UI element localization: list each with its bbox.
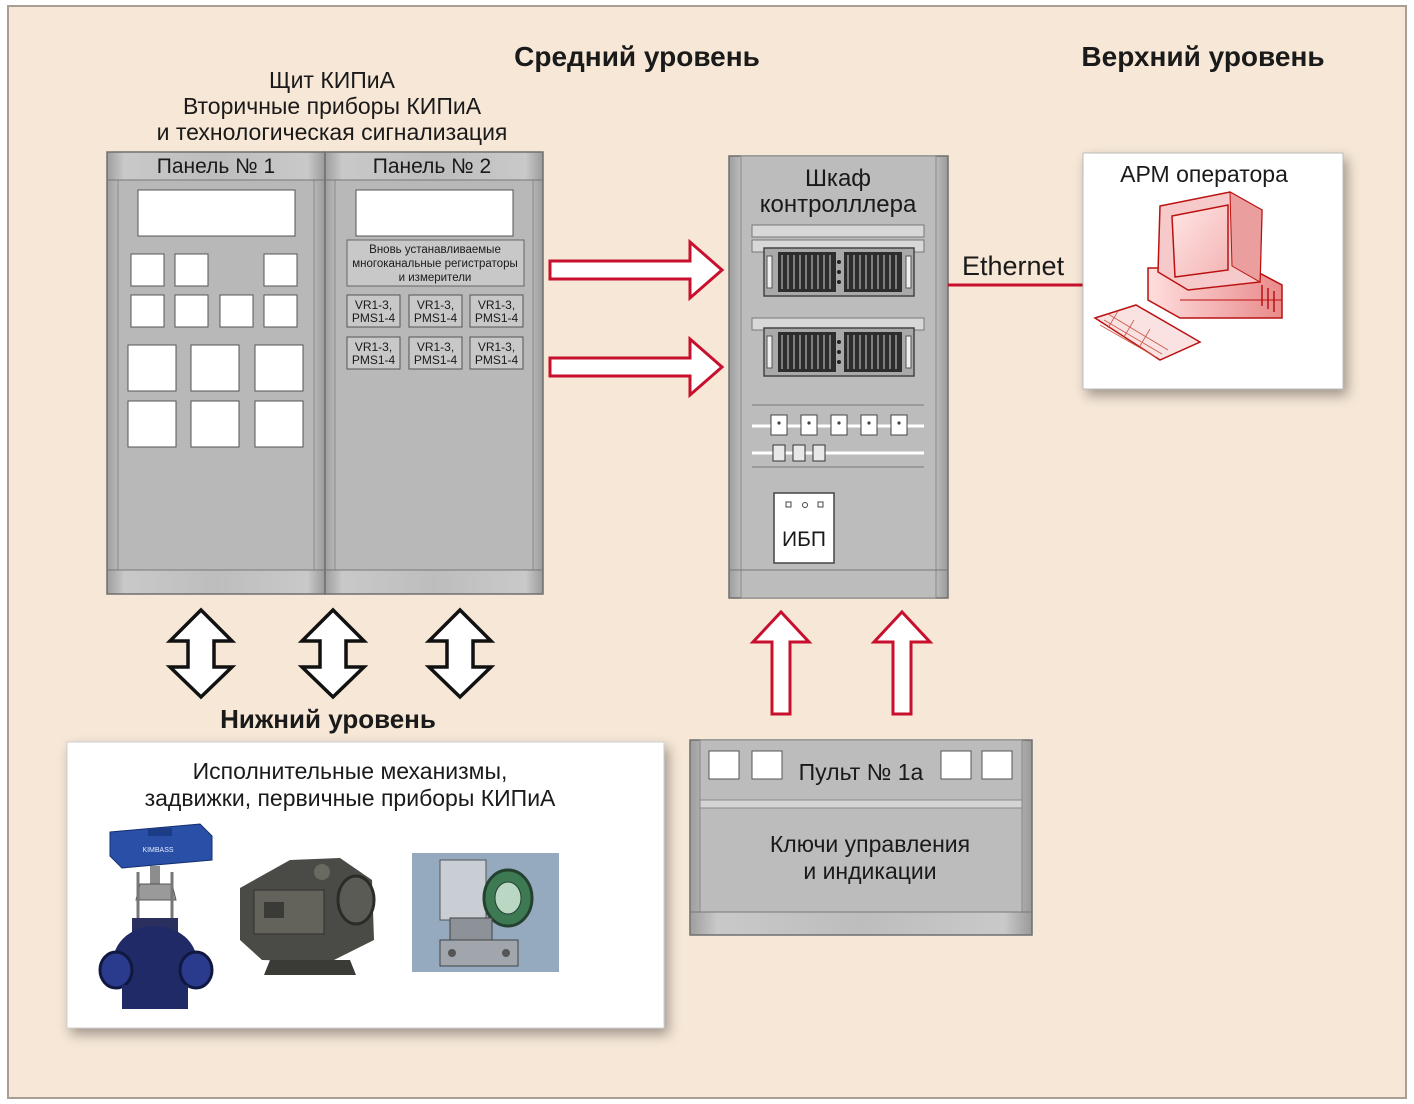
console-keys-caption: Ключи управления и индикации xyxy=(770,831,970,884)
double-arrow-2 xyxy=(297,607,369,700)
valve-actuator-image: KIMBASS xyxy=(98,823,214,1009)
recorders-note-line2: многоканальные регистраторы xyxy=(352,258,518,270)
controller-title: Шкаф контролллера xyxy=(760,165,917,218)
recorder-model-line1: VR1-3, xyxy=(355,340,392,354)
recorder-blocks: VR1-3,PMS1-4VR1-3,PMS1-4VR1-3,PMS1-4VR1-… xyxy=(346,294,524,370)
recorder-model-line1: VR1-3, xyxy=(478,340,515,354)
shield-title: Щит КИПиА Вторичные приборы КИПиА и техн… xyxy=(157,67,508,145)
middle-level-heading: Средний уровень xyxy=(514,41,760,72)
operator-station: АРМ оператора xyxy=(1082,152,1344,390)
panel-2: Панель № 2 Вновь устанавливаемые многока… xyxy=(324,151,544,595)
recorder-model-line1: VR1-3, xyxy=(478,298,515,312)
recorder-block: VR1-3,PMS1-4 xyxy=(346,336,401,370)
double-arrow-1 xyxy=(165,607,237,700)
shield-title-line1: Щит КИПиА xyxy=(269,67,396,93)
lower-level-heading: Нижний уровень xyxy=(220,704,436,734)
recorder-block: VR1-3,PMS1-4 xyxy=(469,294,524,328)
recorder-model-line2: PMS1-4 xyxy=(414,353,458,367)
console-panel: Пульт № 1а Ключи управления и индикации xyxy=(689,739,1033,936)
recorder-model-line2: PMS1-4 xyxy=(352,311,396,325)
transmitter-image xyxy=(412,853,559,972)
controller-title-line1: Шкаф xyxy=(805,165,871,192)
console-indicators xyxy=(708,750,1013,780)
controller-cabinet: Шкаф контролллера xyxy=(728,155,949,599)
valve-brand-label: KIMBASS xyxy=(142,847,173,854)
controller-rack-2 xyxy=(751,317,925,377)
recorders-note-line1: Вновь устанавливаемые xyxy=(369,244,501,256)
console-keys-line1: Ключи управления xyxy=(770,831,970,857)
recorders-note-line3: и измерители xyxy=(399,272,472,284)
console-label: Пульт № 1а xyxy=(799,759,924,785)
arrow-up-right xyxy=(870,609,934,716)
upper-level-heading: Верхний уровень xyxy=(1081,41,1324,72)
gate-actuator-image xyxy=(232,848,379,978)
recorder-block: VR1-3,PMS1-4 xyxy=(408,336,463,370)
computer-icon xyxy=(1093,191,1283,361)
recorders-note: Вновь устанавливаемые многоканальные рег… xyxy=(352,244,518,284)
panel-1-indicators xyxy=(127,253,304,448)
operator-station-label: АРМ оператора xyxy=(1120,161,1288,187)
shield-title-line2: Вторичные приборы КИПиА xyxy=(183,93,482,119)
arrow-right-upper xyxy=(548,238,725,302)
ethernet-label: Ethernet xyxy=(962,251,1065,281)
recorder-model-line2: PMS1-4 xyxy=(352,353,396,367)
recorder-block: VR1-3,PMS1-4 xyxy=(408,294,463,328)
recorder-model-line1: VR1-3, xyxy=(417,340,454,354)
panel-1: Панель № 1 xyxy=(106,151,326,595)
recorder-model-line2: PMS1-4 xyxy=(475,353,519,367)
recorder-model-line2: PMS1-4 xyxy=(475,311,519,325)
arrows-console-to-controller xyxy=(749,609,934,716)
field-devices-box: Исполнительные механизмы, задвижки, перв… xyxy=(66,741,665,1029)
recorder-model-line2: PMS1-4 xyxy=(414,311,458,325)
console-keys-line2: и индикации xyxy=(803,858,936,884)
panel-1-label: Панель № 1 xyxy=(157,155,275,178)
field-devices-title: Исполнительные механизмы, задвижки, перв… xyxy=(145,758,556,811)
arrow-up-left xyxy=(749,609,813,716)
field-devices-title-line1: Исполнительные механизмы, xyxy=(193,758,508,784)
shield-title-line3: и технологическая сигнализация xyxy=(157,119,508,145)
recorder-model-line1: VR1-3, xyxy=(355,298,392,312)
recorders-note-box xyxy=(346,239,525,287)
terminal-rail xyxy=(752,404,924,468)
recorder-block: VR1-3,PMS1-4 xyxy=(346,294,401,328)
bidirectional-arrows xyxy=(165,607,496,700)
panel-2-label: Панель № 2 xyxy=(373,155,491,178)
double-arrow-3 xyxy=(424,607,496,700)
panel-2-display xyxy=(355,189,514,237)
ups-label: ИБП xyxy=(782,528,826,551)
panel-1-display xyxy=(137,189,296,237)
arrows-shield-to-controller xyxy=(548,238,725,399)
field-devices-title-line2: задвижки, первичные приборы КИПиА xyxy=(145,785,556,811)
controller-rack-1 xyxy=(751,239,925,297)
arrow-right-lower xyxy=(548,335,725,399)
ups-unit: ИБП xyxy=(773,492,835,564)
recorder-model-line1: VR1-3, xyxy=(417,298,454,312)
controller-title-line2: контролллера xyxy=(760,191,917,218)
recorder-block: VR1-3,PMS1-4 xyxy=(469,336,524,370)
